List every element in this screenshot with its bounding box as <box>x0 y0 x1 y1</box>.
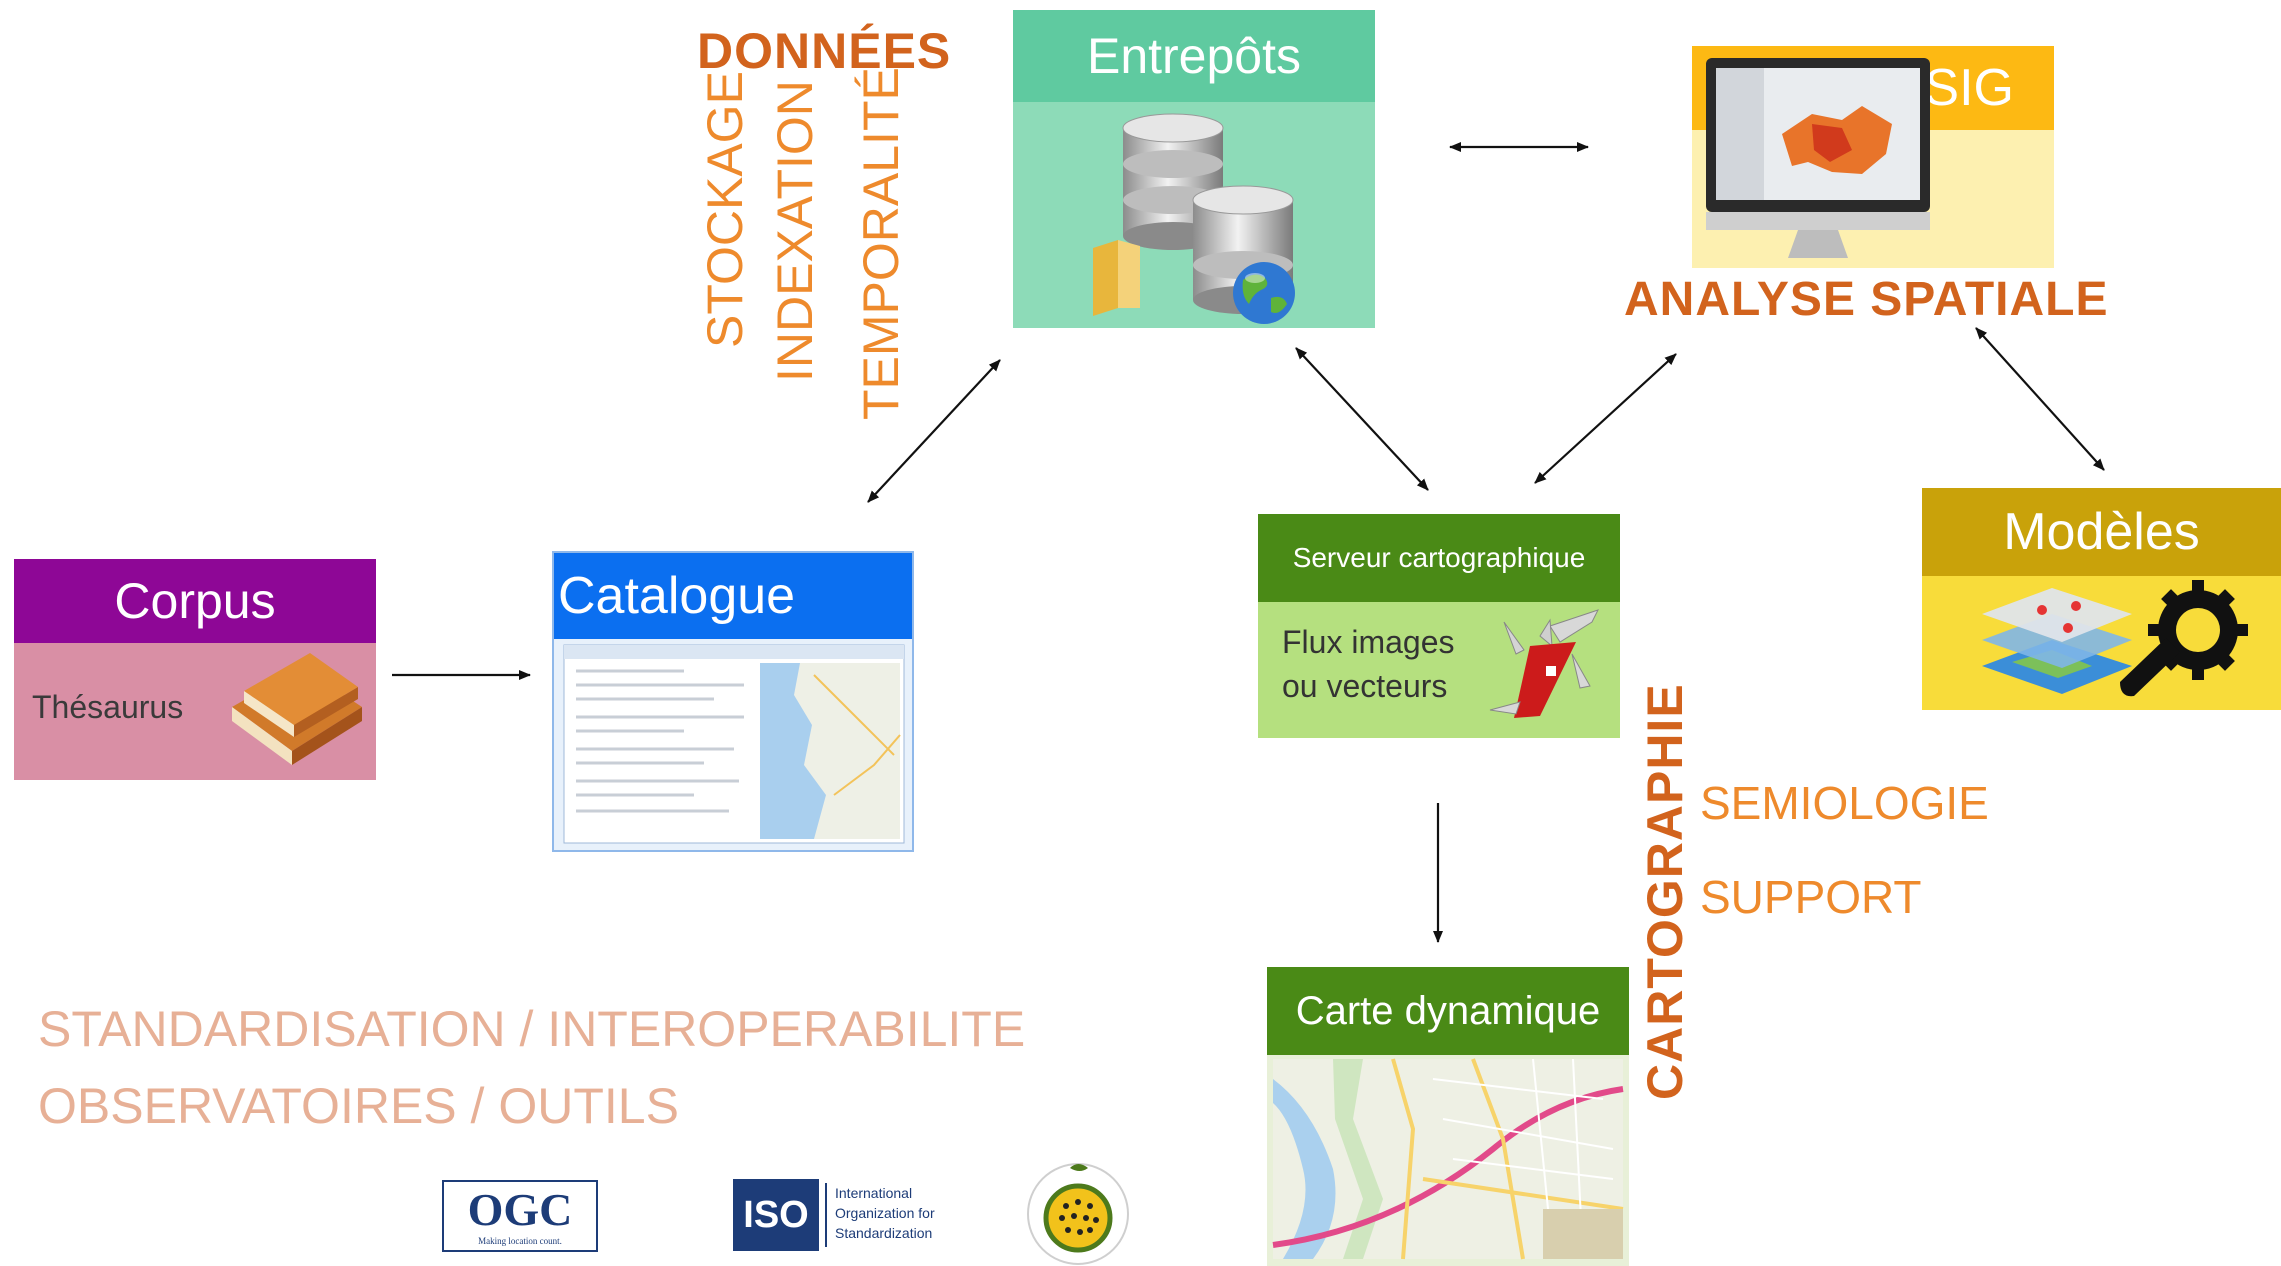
map-layers-icon <box>1982 588 2132 694</box>
observatoires-label: OBSERVATOIRES / OUTILS <box>38 1078 679 1134</box>
modeles-title: Modèles <box>1922 488 2281 576</box>
catalogue-screenshot <box>563 644 905 844</box>
support-label: SUPPORT <box>1700 871 1922 923</box>
ogc-logo: OGC Making location count. <box>442 1180 598 1252</box>
folder-icon <box>1093 240 1140 316</box>
catalogue-box: Catalogue <box>552 551 914 852</box>
iso-logo: ISO International Organization for Stand… <box>733 1179 963 1253</box>
semiologie-label: SEMIOLOGIE <box>1700 777 1989 829</box>
globe-icon <box>1233 262 1295 324</box>
gear-wrench-icon <box>2120 580 2248 697</box>
inspire-logo <box>1027 1163 1129 1265</box>
carte-title: Carte dynamique <box>1267 967 1629 1055</box>
entrepots-box: Entrepôts <box>1013 10 1375 328</box>
modeles-box: Modèles <box>1922 488 2281 710</box>
iso-logo-mark: ISO <box>733 1179 819 1251</box>
ogc-logo-text: OGC <box>467 1184 573 1235</box>
swiss-knife-icon <box>1489 609 1599 718</box>
stockage-label: STOCKAGE <box>697 71 753 348</box>
catalogue-title: Catalogue <box>554 553 912 639</box>
corpus-box: Corpus Thésaurus <box>14 559 376 780</box>
cartographie-label: CARTOGRAPHIE <box>1637 683 1693 1100</box>
arrow-entrepots-serveur <box>1295 347 1429 491</box>
carte-dynamique-box: Carte dynamique <box>1267 967 1629 1266</box>
indexation-label: INDEXATION <box>767 80 823 382</box>
sig-box: SIG <box>1692 46 2054 268</box>
street-map-image <box>1272 1058 1624 1260</box>
ogc-logo-tagline: Making location count. <box>478 1236 562 1246</box>
analyse-spatiale-label: ANALYSE SPATIALE <box>1624 273 2109 326</box>
serveur-cartographique-box: Serveur cartographique Flux images ou ve… <box>1258 514 1620 738</box>
iso-logo-line1: International <box>835 1185 913 1201</box>
flux-line2: ou vecteurs <box>1282 668 1448 704</box>
entrepots-title: Entrepôts <box>1013 10 1375 102</box>
iso-logo-divider <box>825 1183 827 1247</box>
books-icon <box>232 653 362 765</box>
flux-line1: Flux images <box>1282 624 1455 660</box>
arrow-entrepots-catalogue <box>867 359 1001 503</box>
computer-monitor-icon <box>1706 58 1930 258</box>
iso-logo-line3: Standardization <box>835 1225 933 1241</box>
temporalite-label: TEMPORALITÉ <box>853 67 909 420</box>
donnees-title: DONNÉES <box>697 23 952 79</box>
arrow-sig-serveur <box>1534 353 1677 484</box>
thesaurus-label: Thésaurus <box>32 689 184 725</box>
corpus-title: Corpus <box>14 559 376 643</box>
serveur-title: Serveur cartographique <box>1258 514 1620 602</box>
standardisation-label: STANDARDISATION / INTEROPERABILITE <box>38 1001 1026 1057</box>
iso-logo-line2: Organization for <box>835 1205 935 1221</box>
arrow-sig-modeles <box>1975 327 2105 471</box>
